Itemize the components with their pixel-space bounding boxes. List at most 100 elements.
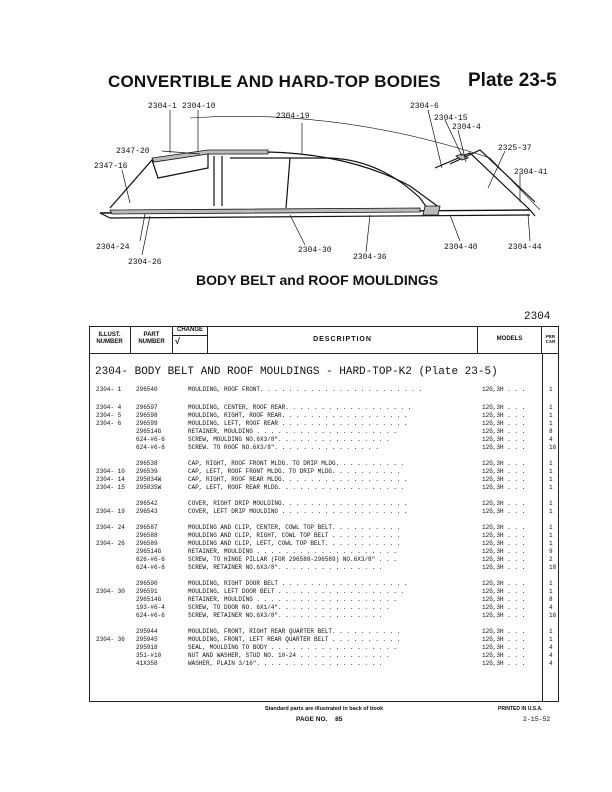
per-car-divider: [542, 353, 543, 702]
car-body-diagram: 2304-1 2304-10 2304-19 2304-6 2304-15 23…: [94, 102, 548, 267]
per-car-qty: 18: [549, 564, 557, 571]
part-number: 296591: [136, 588, 158, 595]
illustration-number: 2304- 30: [96, 588, 125, 595]
part-number: 41X358: [136, 660, 158, 667]
part-description: CAP, LEFT, ROOF REAR MLDG. . . . . . . .…: [188, 484, 405, 491]
part-description: SCREW, TO DOOR NO. 6X1/4". . . . . . . .…: [188, 604, 390, 611]
models: 12G,3H . . .: [482, 652, 526, 659]
part-number: 624-#6-6: [136, 564, 165, 571]
section-title: 2304- BODY BELT AND ROOF MOULDINGS - HAR…: [95, 366, 498, 378]
printed-in-usa: PRINTED IN U.S.A.: [498, 706, 543, 712]
models: 12G,3H . . .: [482, 548, 526, 555]
models: 12G,3H . . .: [482, 636, 526, 643]
models: 12G,3H . . .: [482, 596, 526, 603]
part-description: SEAL, MOULDING TO BODY . . . . . . . . .…: [188, 644, 397, 651]
models: 12G,3H . . .: [482, 540, 526, 547]
print-date: 2-15-52: [523, 716, 551, 723]
per-car-qty: 1: [549, 524, 553, 531]
part-number: 296589: [136, 540, 158, 547]
part-description: NUT AND WASHER, STUD NO. 10-24 . . . . .…: [188, 652, 390, 659]
models: 12G,3H . . .: [482, 564, 526, 571]
part-description: CAP, LEFT, ROOF FRONT MLDG. TO DRIP MLDG…: [188, 468, 401, 475]
callout-2304-6: 2304-6: [410, 102, 439, 111]
header-part: PART NUMBER: [131, 326, 173, 353]
per-car-qty: 16: [549, 444, 557, 451]
part-description: RETAINER, MOULDING . . . . . . . . . . .…: [188, 428, 397, 435]
models: 12G,3H . . .: [482, 444, 526, 451]
header-per-car: PER CAR: [545, 334, 556, 344]
per-car-qty: 8: [549, 596, 553, 603]
part-description: COVER, RIGHT DRIP MOULDING. . . . . . . …: [188, 500, 408, 507]
models: 12G,3H . . .: [482, 476, 526, 483]
callout-2347-16: 2347-16: [94, 162, 128, 171]
part-description: RETAINER, MOULDING . . . . . . . . . . .…: [188, 548, 397, 555]
part-description: MOULDING AND CLIP, LEFT, COWL TOP BELT. …: [188, 540, 401, 547]
check-icon: √: [175, 336, 180, 346]
models: 12G,3H . . .: [482, 532, 526, 539]
part-number: 295945: [136, 636, 158, 643]
part-description: MOULDING, RIGHT DOOR BELT . . . . . . . …: [188, 580, 408, 587]
illustration-number: 2304- 36: [96, 636, 125, 643]
per-car-qty: 1: [549, 508, 553, 515]
per-car-qty: 1: [549, 476, 553, 483]
part-description: MOULDING, FRONT, LEFT REAR QUARTER BELT …: [188, 636, 401, 643]
part-number: 296514G: [136, 596, 162, 603]
part-number: 296599: [136, 420, 158, 427]
page-number-label: PAGE NO.: [296, 716, 328, 723]
part-description: MOULDING AND CLIP, CENTER, COWL TOP BELT…: [188, 524, 401, 531]
per-car-qty: 16: [549, 612, 557, 619]
part-number: 295835W: [136, 484, 162, 491]
part-description: SCREW, RETAINER NO.6X3/8". . . . . . . .…: [188, 612, 383, 619]
callout-2304-26: 2304-26: [128, 258, 162, 267]
illustration-number: 2304- 19: [96, 508, 125, 515]
models: 12G,3H . . .: [482, 612, 526, 619]
moulding-strips: [109, 149, 469, 216]
models: 12G,3H . . .: [482, 428, 526, 435]
header-models: MODELS: [478, 326, 542, 353]
per-car-qty: 1: [549, 420, 553, 427]
per-car-qty: 2: [549, 556, 553, 563]
group-number: 2304: [524, 311, 551, 323]
standard-parts-note: Standard parts are illustrated in back o…: [264, 706, 384, 712]
callout-2304-41: 2304-41: [514, 168, 548, 177]
header-change-label: CHANGE: [173, 327, 207, 336]
part-description: MOULDING, FRONT, RIGHT REAR QUARTER BELT…: [188, 628, 401, 635]
illustration-number: 2304- 10: [96, 468, 125, 475]
per-car-qty: 1: [549, 588, 553, 595]
part-number: 296514G: [136, 428, 162, 435]
callout-2304-30: 2304-30: [298, 246, 332, 255]
illustration-number: 2304- 4: [96, 404, 122, 411]
models: 12G,3H . . .: [482, 588, 526, 595]
callout-2304-44: 2304-44: [508, 243, 542, 252]
header-change: CHANGE √: [173, 326, 208, 353]
per-car-qty: 9: [549, 548, 553, 555]
per-car-qty: 1: [549, 412, 553, 419]
part-number: 626-#6-6: [136, 556, 165, 563]
illustration-number: 2304- 14: [96, 476, 125, 483]
part-description: RETAINER, MOULDING . . . . . . . . . . .…: [188, 596, 397, 603]
per-car-qty: 1: [549, 628, 553, 635]
models: 12G,3H . . .: [482, 628, 526, 635]
part-description: COVER, LEFT DRIP MOULDING . . . . . . . …: [188, 508, 408, 515]
part-description: SCREW, TO HINGE PILLAR (FOR 296588-29658…: [188, 556, 397, 563]
callout-2304-24: 2304-24: [96, 243, 130, 252]
per-car-qty: 4: [549, 644, 553, 651]
part-description: MOULDING, ROOF FRONT. . . . . . . . . . …: [188, 386, 423, 393]
per-car-qty: 1: [549, 484, 553, 491]
callout-2325-37: 2325-37: [498, 144, 532, 153]
part-description: SCREW, MOULDING NO.6X3/8". . . . . . . .…: [188, 436, 390, 443]
models: 12G,3H . . .: [482, 508, 526, 515]
part-number: 295918: [136, 644, 158, 651]
parts-table-frame: [89, 326, 559, 702]
models: 12G,3H . . .: [482, 524, 526, 531]
part-number: 296587: [136, 524, 158, 531]
models: 12G,3H . . .: [482, 460, 526, 467]
part-number: 624-#6-6: [136, 612, 165, 619]
part-description: SCREW. TO ROOF NO.6X3/8". . . . . . . . …: [188, 444, 379, 451]
callout-2347-20: 2347-20: [116, 147, 150, 156]
part-number: 296597: [136, 404, 158, 411]
illustration-number: 2304- 5: [96, 412, 122, 419]
part-number: 351-#10: [136, 652, 162, 659]
page-title: CONVERTIBLE AND HARD-TOP BODIES: [108, 72, 441, 91]
part-number: 296538: [136, 460, 158, 467]
